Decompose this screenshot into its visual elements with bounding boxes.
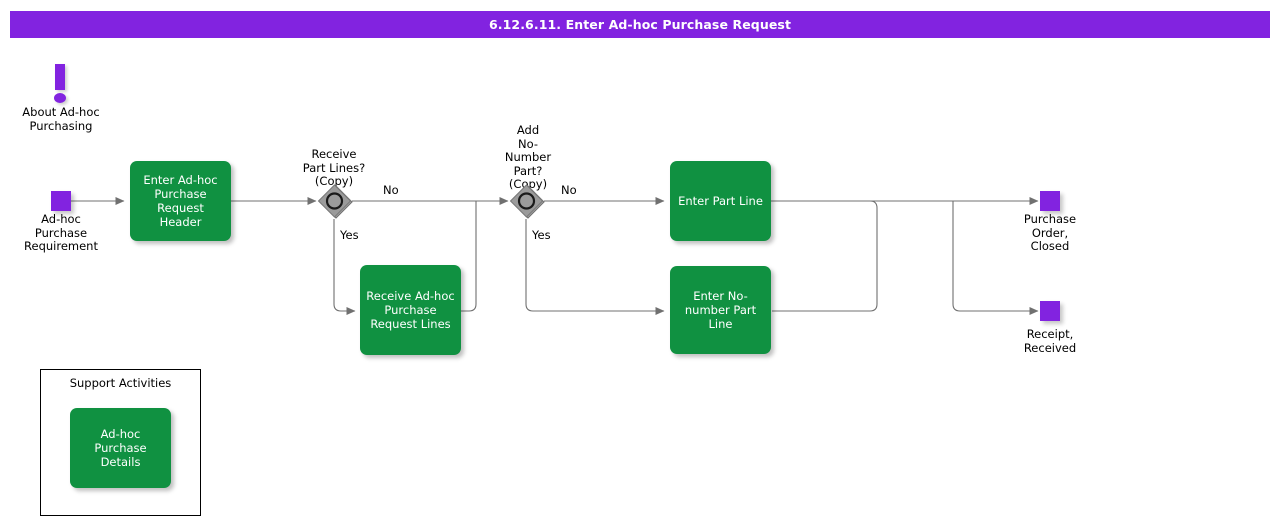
end-state-receipt-label: Receipt, Received — [1023, 327, 1077, 355]
activity-enter-part-line-label: Enter Part Line — [678, 194, 763, 208]
decision1-branch-no: No — [383, 183, 399, 197]
activity-enter-part-line[interactable]: Enter Part Line — [670, 161, 771, 241]
activity-receive-lines[interactable]: Receive Ad-hoc Purchase Request Lines — [360, 265, 461, 355]
activity-enter-no-number-part-line[interactable]: Enter No- number Part Line — [670, 266, 771, 354]
state-marker-icon-receipt[interactable] — [1040, 301, 1060, 321]
decision2-branch-yes: Yes — [532, 228, 551, 242]
decision-add-no-number-part[interactable] — [508, 183, 548, 221]
decision-receive-part-lines[interactable] — [316, 183, 356, 221]
decision-add-no-number-part-label: Add No- Number Part? (Copy) — [504, 123, 552, 191]
title-bar: 6.12.6.11. Enter Ad-hoc Purchase Request — [10, 11, 1270, 38]
start-state-label: Ad-hoc Purchase Requirement — [24, 212, 98, 253]
activity-ad-hoc-purchase-details[interactable]: Ad-hoc Purchase Details — [70, 408, 171, 488]
decision1-branch-yes: Yes — [340, 228, 359, 242]
state-marker-icon-start[interactable] — [51, 191, 71, 211]
activity-enter-no-number-part-line-label: Enter No- number Part Line — [684, 289, 757, 331]
edge-receivelines-merge — [461, 201, 477, 312]
support-activities-title: Support Activities — [69, 376, 172, 390]
edge-partline-merge — [771, 200, 878, 312]
activity-ad-hoc-purchase-details-label: Ad-hoc Purchase Details — [94, 427, 147, 469]
note-label: About Ad-hoc Purchasing — [22, 105, 100, 133]
decision2-branch-no: No — [561, 183, 577, 197]
page-title: 6.12.6.11. Enter Ad-hoc Purchase Request — [488, 17, 792, 32]
decision-receive-part-lines-label: Receive Part Lines? (Copy) — [302, 147, 366, 188]
exclamation-dot — [54, 93, 66, 103]
activity-receive-lines-label: Receive Ad-hoc Purchase Request Lines — [366, 289, 455, 331]
activity-enter-header[interactable]: Enter Ad-hoc Purchase Request Header — [130, 161, 231, 241]
exclamation-bar — [55, 64, 65, 90]
exclamation-icon — [48, 64, 72, 104]
activity-enter-header-label: Enter Ad-hoc Purchase Request Header — [143, 173, 218, 229]
end-state-purchase-order-label: Purchase Order, Closed — [1023, 212, 1077, 253]
state-marker-icon-purchase-order[interactable] — [1040, 191, 1060, 211]
